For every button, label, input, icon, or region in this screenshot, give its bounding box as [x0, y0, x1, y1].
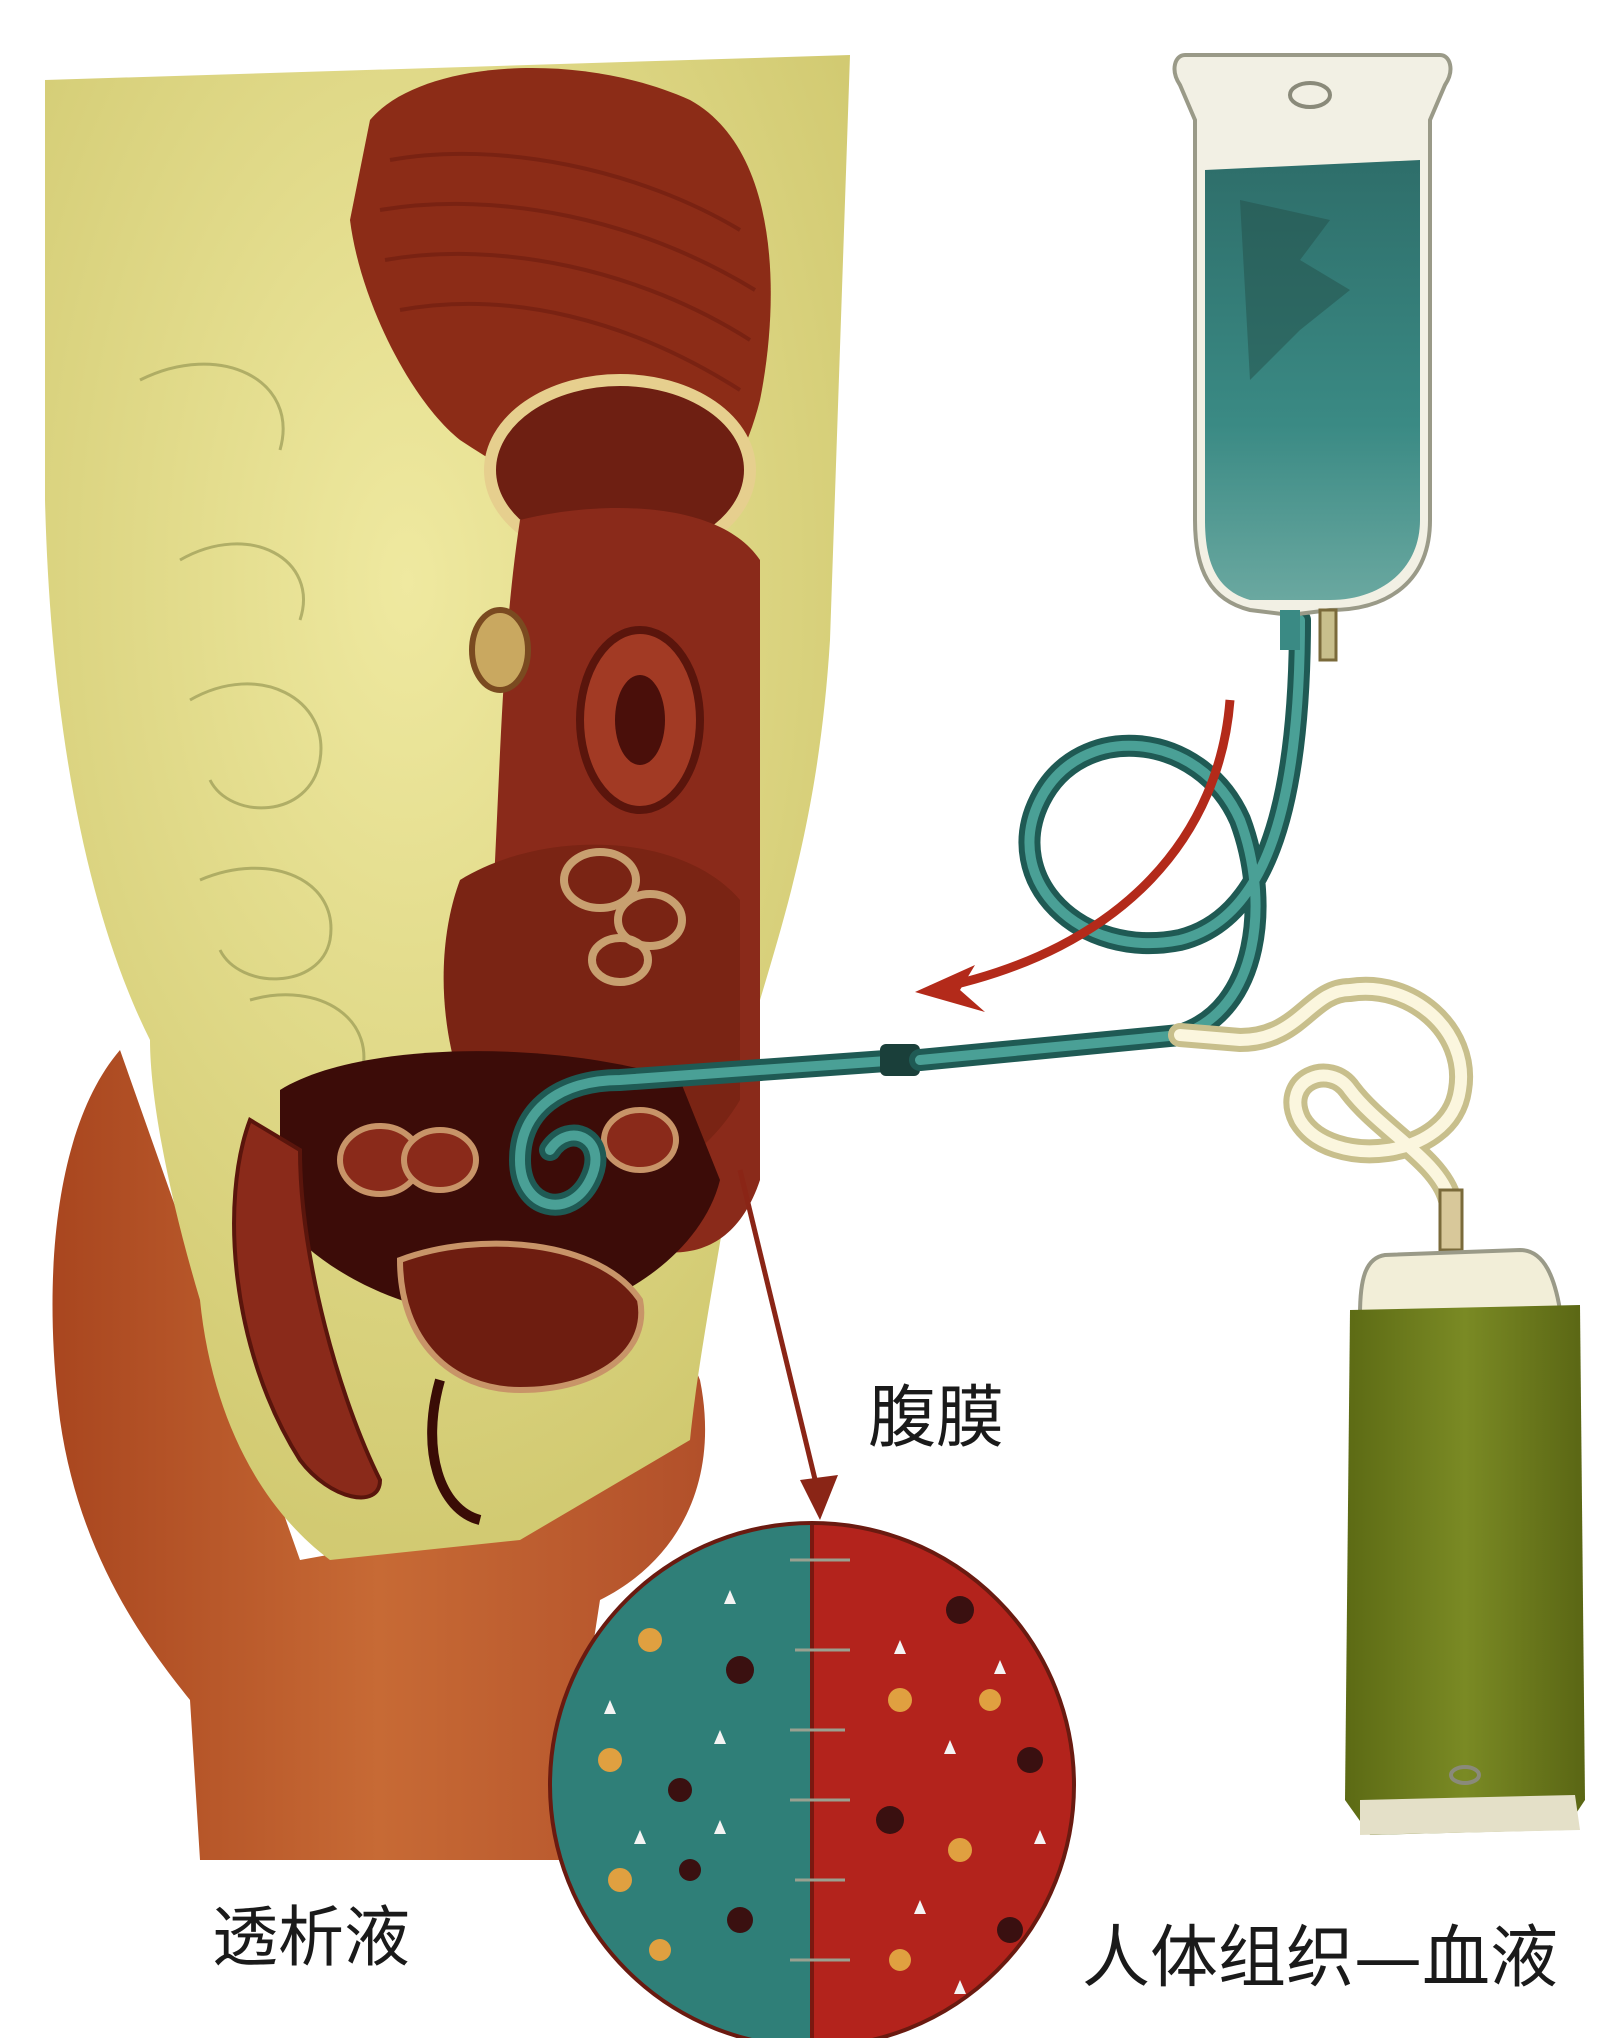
arrow-head-icon — [915, 965, 985, 1012]
dialysate-label: 透析液 — [212, 1905, 410, 1971]
dialysate-bag — [1175, 55, 1451, 660]
peritoneum-membrane-detail — [540, 1520, 1084, 2038]
pointer-arrow-head — [800, 1475, 838, 1520]
peritoneum-label: 腹膜 — [868, 1385, 1004, 1453]
arrow-down-icon — [740, 1170, 820, 1500]
drain-bag — [1345, 1190, 1585, 1835]
blood-label: 人体组织—血液 — [1082, 1925, 1558, 1993]
small-organ — [472, 610, 528, 690]
kidney-inner — [615, 675, 665, 765]
